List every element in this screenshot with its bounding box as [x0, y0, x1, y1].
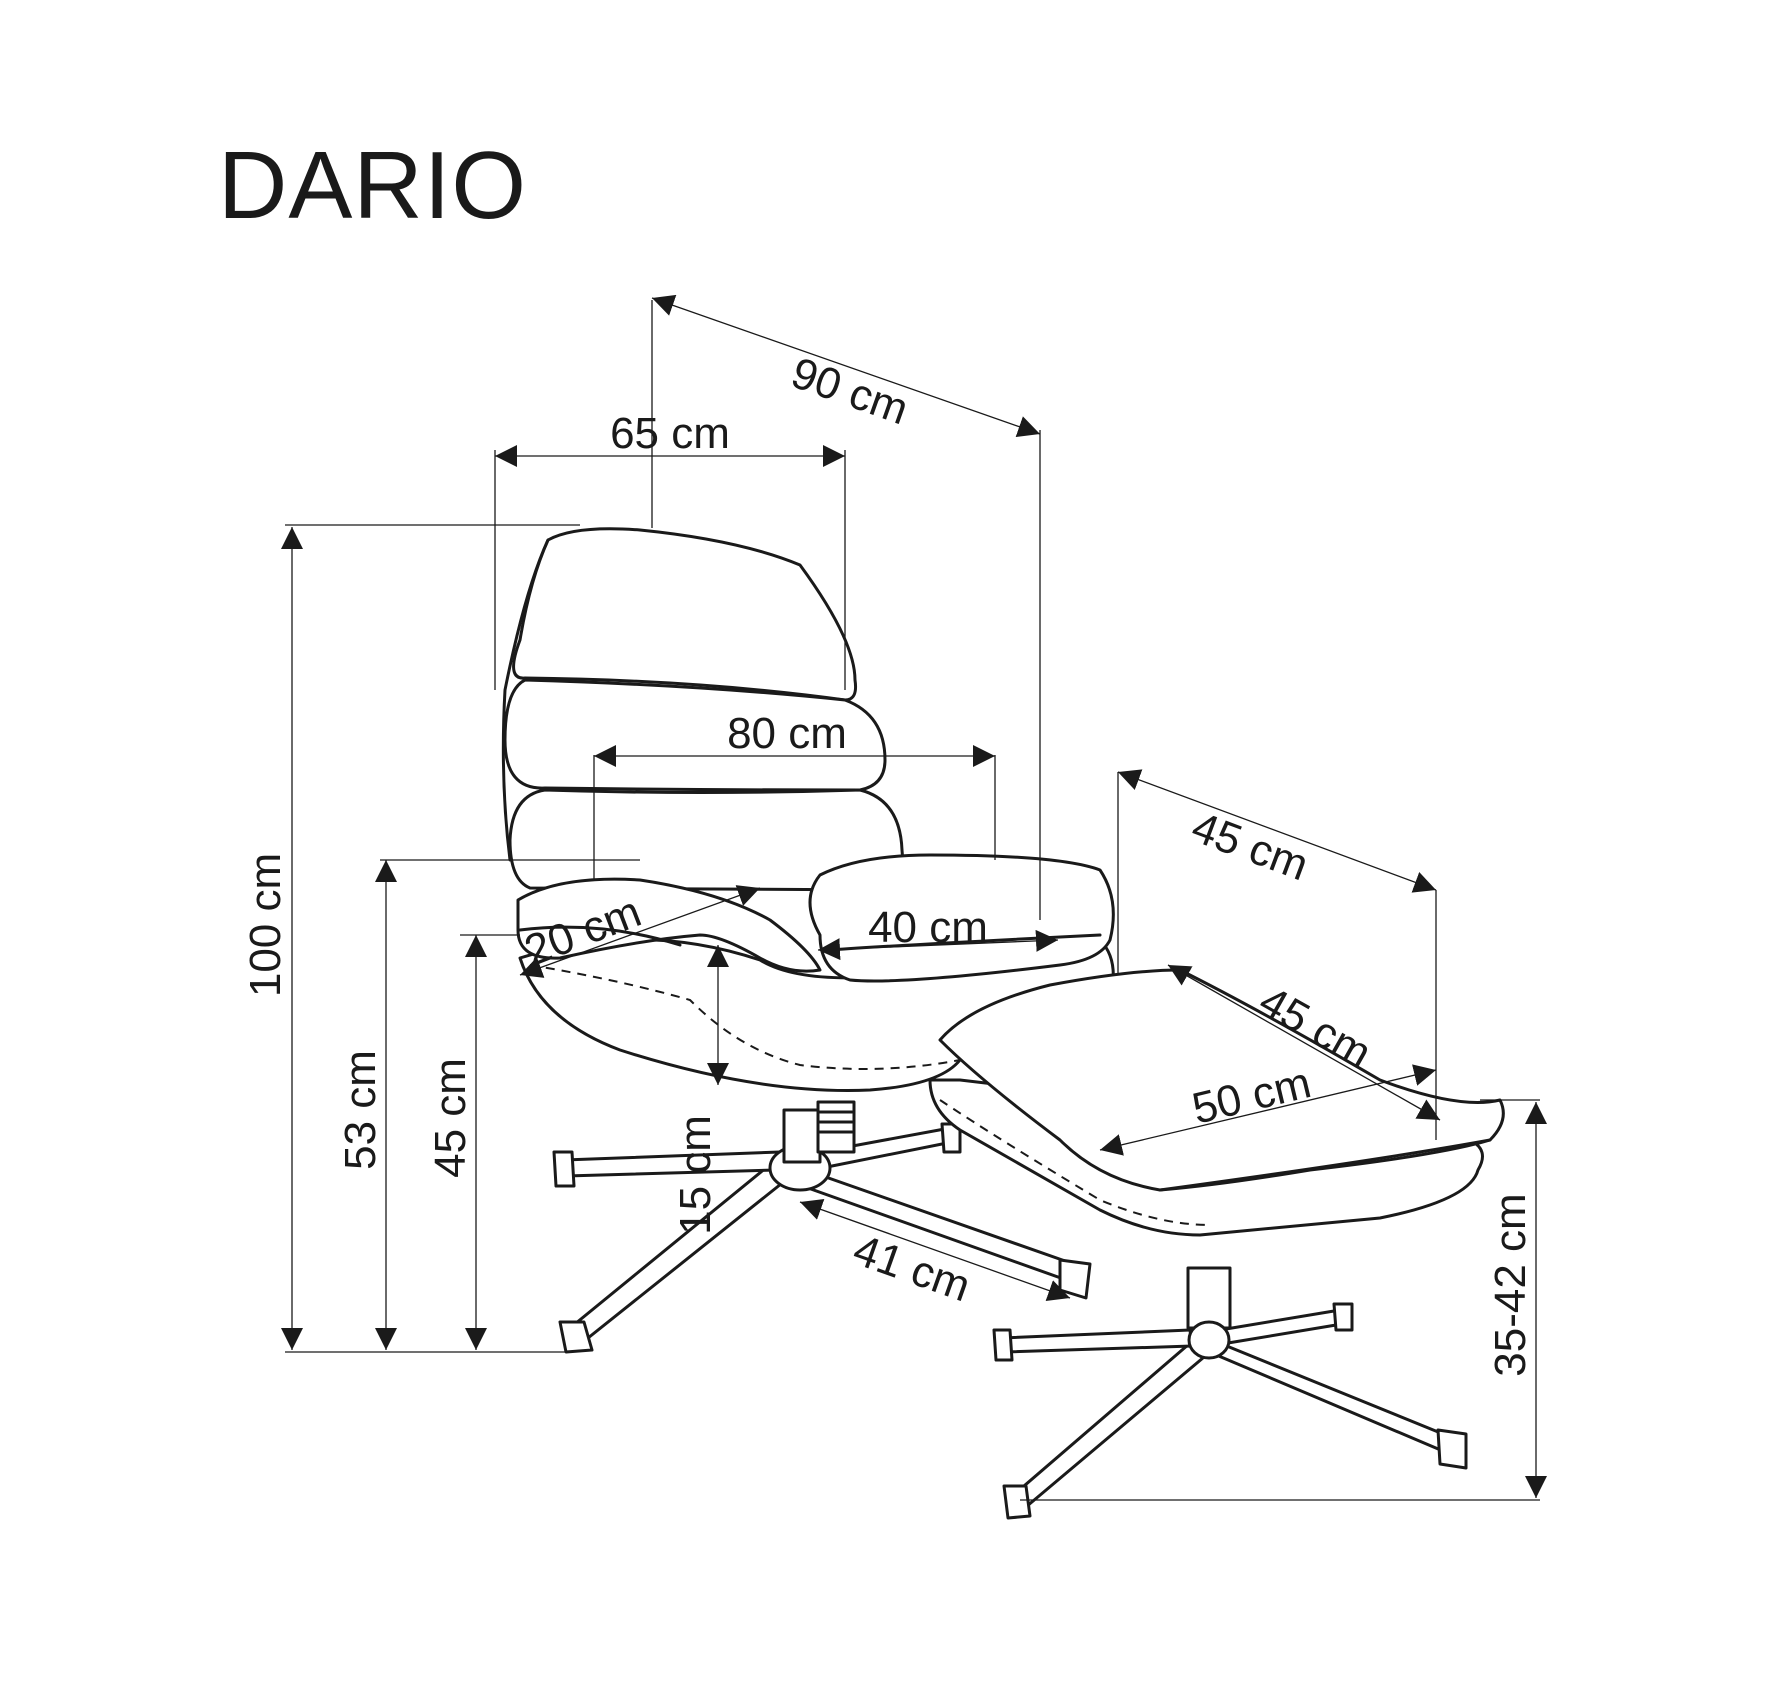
label-seat-width: 40 cm	[868, 903, 988, 952]
label-total-width: 65 cm	[610, 409, 730, 458]
label-seat-height: 45 cm	[426, 1058, 475, 1178]
dimension-line-footrest-depth-outer	[1117, 769, 1437, 893]
label-footrest-height: 35-42 cm	[1486, 1193, 1535, 1376]
dimension-lines	[281, 294, 1547, 1501]
dimension-line-armrest-width	[519, 885, 761, 978]
label-total-height: 100 cm	[241, 853, 290, 997]
dimension-line-total-depth	[651, 294, 1041, 438]
label-backrest-height: 80 cm	[727, 709, 847, 758]
label-armrest-height: 53 cm	[336, 1050, 385, 1170]
dimension-line-seat-width	[817, 929, 1059, 961]
footrest-base	[992, 1266, 1468, 1520]
label-footrest-depth-outer: 45 cm	[1185, 802, 1314, 890]
label-total-depth: 90 cm	[785, 348, 914, 434]
dimension-line-base-radius	[799, 1199, 1071, 1301]
dimension-line-footrest-width	[1099, 1064, 1437, 1156]
label-seat-thickness: 15 cm	[671, 1115, 720, 1235]
product-title: DARIO	[218, 132, 528, 239]
